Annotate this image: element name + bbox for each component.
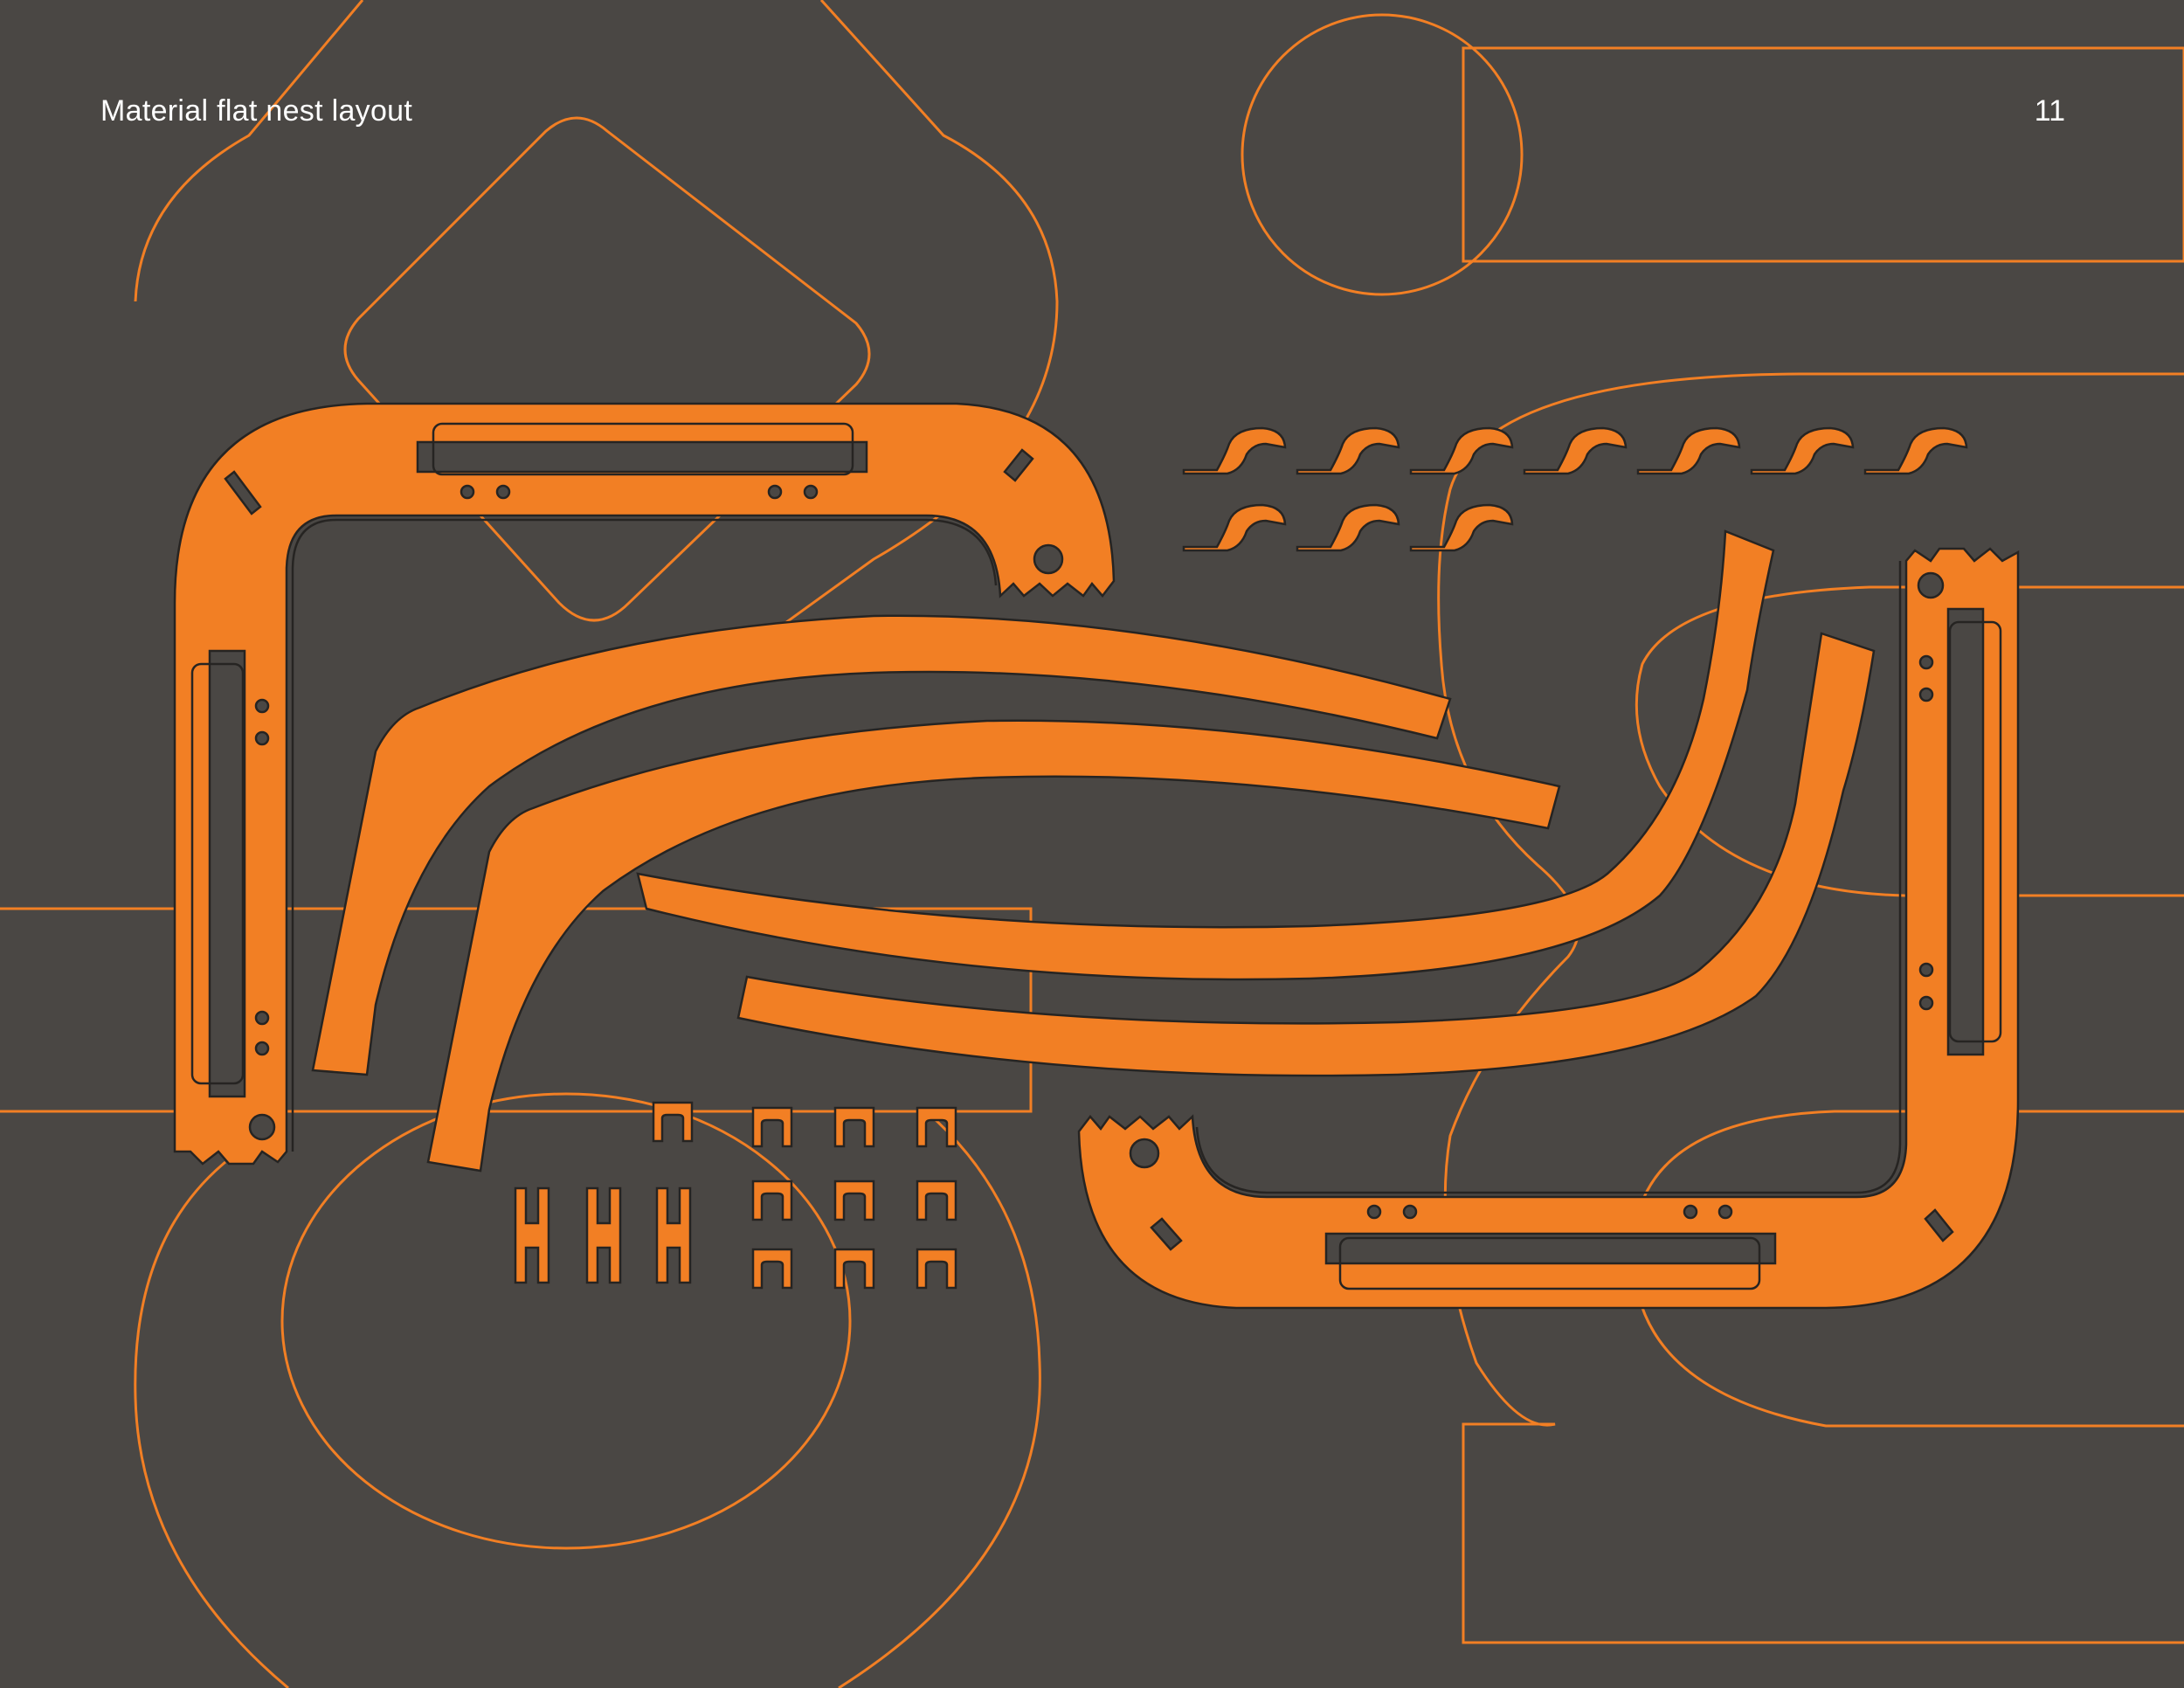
- hook-part: [1750, 426, 1855, 475]
- hook-part: [1409, 503, 1514, 552]
- background-lower-circle-outline: [280, 1092, 852, 1550]
- page-title: Material flat nest layout: [100, 94, 413, 128]
- background-rectangle-outline: [1462, 46, 2184, 263]
- bracket-clip-part: [751, 1180, 793, 1221]
- curved-leg-part: [426, 719, 1561, 1173]
- hook-parts: [1182, 426, 1968, 552]
- clip-parts: [514, 1101, 957, 1290]
- bracket-clip-part: [916, 1180, 957, 1221]
- left-u-frame-part: [173, 402, 1116, 1166]
- h-clip-part: [514, 1186, 550, 1284]
- bracket-clip-part: [751, 1106, 793, 1148]
- background-diamond-outline: [343, 116, 871, 622]
- background-circle-outline: [1241, 13, 1524, 296]
- bracket-clip-part: [833, 1248, 875, 1290]
- bracket-clip-part: [916, 1248, 957, 1290]
- background-lower-loop-outline: [134, 1110, 1041, 1688]
- hook-part: [1863, 426, 1968, 475]
- hook-part: [1296, 503, 1400, 552]
- background-s-curve-outline: [1437, 372, 2184, 1644]
- page-number: 11: [2034, 94, 2065, 128]
- hook-part: [1296, 426, 1400, 475]
- hook-part: [1182, 503, 1287, 552]
- h-clip-part: [585, 1186, 622, 1284]
- bracket-clip-part: [652, 1101, 694, 1143]
- curved-leg-part: [311, 614, 1452, 1076]
- bracket-clip-part: [833, 1180, 875, 1221]
- hook-part: [1409, 426, 1514, 475]
- hook-part: [1636, 426, 1741, 475]
- right-u-frame-part: [1077, 547, 2020, 1310]
- curved-leg-part: [736, 632, 1876, 1077]
- curved-leg-parts: [311, 529, 1876, 1173]
- bracket-clip-part: [751, 1248, 793, 1290]
- curved-leg-part: [636, 529, 1775, 981]
- bracket-clip-part: [916, 1106, 957, 1148]
- hook-part: [1182, 426, 1287, 475]
- h-clip-part: [655, 1186, 692, 1284]
- hook-part: [1523, 426, 1628, 475]
- bracket-clip-part: [833, 1106, 875, 1148]
